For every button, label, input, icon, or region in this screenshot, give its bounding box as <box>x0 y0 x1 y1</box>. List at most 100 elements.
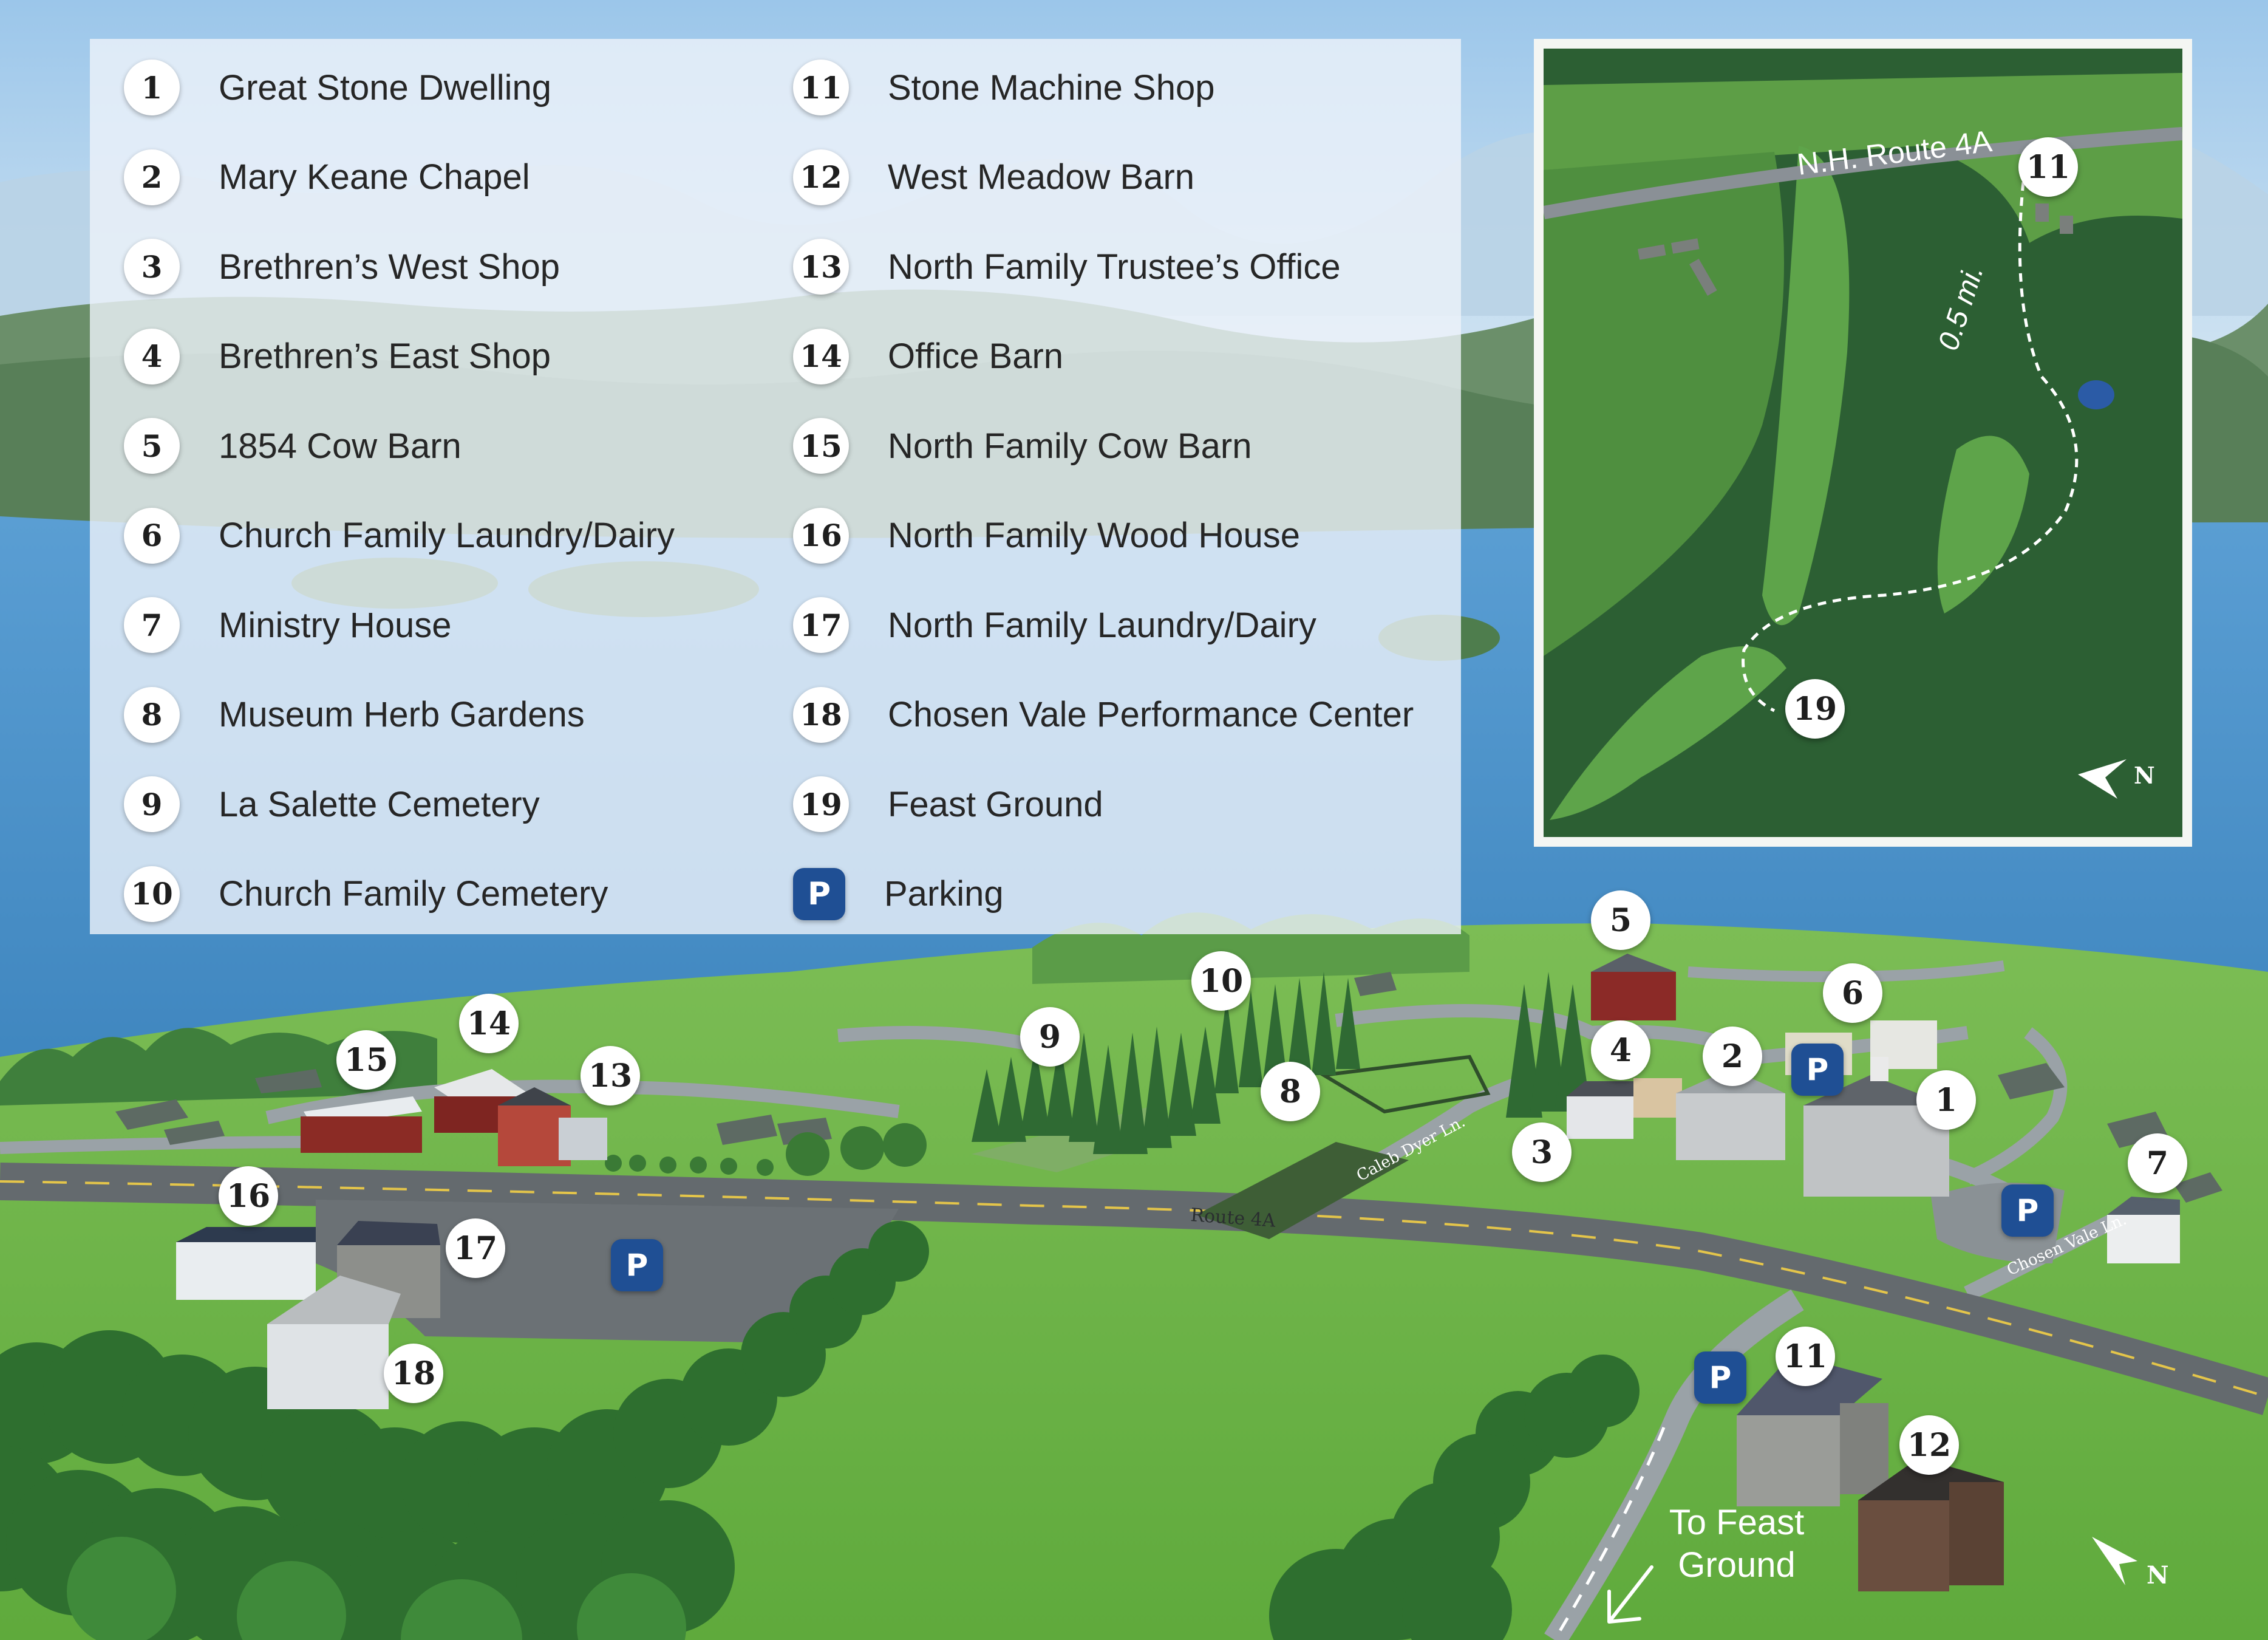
inset-field <box>1544 152 1784 656</box>
building-18 <box>267 1276 401 1409</box>
legend-number-badge: 14 <box>793 328 849 384</box>
legend-label: Parking <box>884 874 1004 914</box>
legend-number-badge: 5 <box>124 418 180 474</box>
building-2 <box>1676 1069 1785 1160</box>
map-marker-7[interactable]: 7 <box>2128 1133 2187 1193</box>
feast-line-1: To Feast <box>1669 1503 1805 1542</box>
building-4 <box>1633 1078 1682 1118</box>
inset-north-label: N <box>2134 762 2155 789</box>
parking-marker[interactable]: P <box>1791 1044 1844 1096</box>
legend-label: Ministry House <box>219 605 452 645</box>
legend-label: West Meadow Barn <box>888 157 1195 197</box>
field-path <box>837 1026 1034 1051</box>
legend-label: Brethren’s East Shop <box>219 337 551 376</box>
map-marker-8[interactable]: 8 <box>1261 1062 1320 1121</box>
map-marker-18[interactable]: 18 <box>384 1344 443 1403</box>
legend-number-badge: 12 <box>793 149 849 205</box>
map-marker-9[interactable]: 9 <box>1020 1007 1080 1067</box>
inset-map: N.H. Route 4A 0.5 mi. N 11 19 <box>1534 39 2192 847</box>
legend-label: Brethren’s West Shop <box>219 247 560 287</box>
map-marker-13[interactable]: 13 <box>581 1046 640 1105</box>
legend-number-badge: 1 <box>124 60 180 115</box>
legend-item: 4 Brethren’s East Shop <box>124 326 551 387</box>
legend-number-badge: 8 <box>124 686 180 743</box>
inset-marker-19[interactable]: 19 <box>1785 679 1845 739</box>
legend-number-badge: 11 <box>793 60 849 115</box>
legend-item: 5 1854 Cow Barn <box>124 415 461 476</box>
map-marker-14[interactable]: 14 <box>459 994 519 1053</box>
legend-label: Chosen Vale Performance Center <box>888 695 1414 734</box>
legend-item: 1 Great Stone Dwelling <box>124 57 551 118</box>
map-marker-16[interactable]: 16 <box>219 1166 278 1226</box>
herb-gardens <box>1196 1054 1491 1239</box>
feast-trees <box>1269 1355 1640 1640</box>
building-5 <box>1591 954 1676 1020</box>
feast-line-2: Ground <box>1678 1545 1796 1585</box>
map-marker-12[interactable]: 12 <box>1899 1415 1959 1475</box>
legend-label: North Family Cow Barn <box>888 426 1252 466</box>
legend-label: Church Family Laundry/Dairy <box>219 516 675 555</box>
feast-arrow-icon <box>1607 1565 1653 1624</box>
legend-number-badge: 16 <box>793 507 849 564</box>
map-marker-10[interactable]: 10 <box>1191 951 1251 1011</box>
legend-number-badge: 9 <box>124 776 180 832</box>
inset-aerial: N.H. Route 4A 0.5 mi. N <box>1544 49 2182 837</box>
tree-row <box>605 1123 927 1176</box>
field-path <box>1964 1027 2068 1185</box>
building-13 <box>498 1087 607 1166</box>
legend-label: Great Stone Dwelling <box>219 67 552 108</box>
building-15 <box>301 1096 422 1153</box>
map-marker-4[interactable]: 4 <box>1591 1020 1650 1080</box>
building-7 <box>2107 1197 2180 1263</box>
inset-field <box>1937 436 2029 613</box>
legend-item: 6 Church Family Laundry/Dairy <box>124 505 675 566</box>
legend-label: Mary Keane Chapel <box>219 157 530 197</box>
shore-trees <box>0 1028 437 1105</box>
legend-number-badge: 2 <box>124 149 180 205</box>
north-arrow-icon <box>2092 1537 2137 1585</box>
map-marker-3[interactable]: 3 <box>1512 1122 1572 1182</box>
legend-number-badge: 15 <box>793 418 849 474</box>
conifer-grove <box>972 972 1591 1154</box>
legend-number-badge: 13 <box>793 239 849 295</box>
legend-label: 1854 Cow Barn <box>219 426 461 466</box>
legend-number-badge: 3 <box>124 239 180 295</box>
legend-label: North Family Wood House <box>888 516 1301 555</box>
map-marker-11[interactable]: 11 <box>1776 1327 1835 1386</box>
legend-number-badge: 6 <box>124 507 180 564</box>
building-12 <box>1858 1458 2004 1591</box>
map-marker-6[interactable]: 6 <box>1823 963 1882 1023</box>
legend-number-badge: 4 <box>124 328 180 384</box>
map-marker-1[interactable]: 1 <box>1916 1070 1976 1130</box>
legend-panel <box>90 39 1461 934</box>
inset-marker-11[interactable]: 11 <box>2018 137 2078 197</box>
feast-ground-direction: To Feast Ground <box>1633 1502 1840 1587</box>
inset-field <box>1550 646 1786 820</box>
legend-label: Church Family Cemetery <box>219 874 608 914</box>
parking-marker[interactable]: P <box>611 1239 663 1291</box>
map-marker-15[interactable]: 15 <box>336 1030 396 1090</box>
legend-number-badge: 7 <box>124 597 180 653</box>
parking-marker[interactable]: P <box>2001 1184 2054 1237</box>
inset-trail <box>1742 182 2079 712</box>
map-marker-2[interactable]: 2 <box>1703 1027 1762 1086</box>
legend-item: 3 Brethren’s West Shop <box>124 236 560 297</box>
north-label: N <box>2147 1561 2169 1590</box>
legend-label: Feast Ground <box>888 784 1103 824</box>
inset-north-arrow-icon <box>2078 759 2127 799</box>
inset-route-4a <box>1544 127 2182 219</box>
building-3 <box>1567 1081 1633 1139</box>
parking-marker[interactable]: P <box>1694 1351 1746 1404</box>
map-marker-5[interactable]: 5 <box>1591 890 1650 950</box>
map-marker-17[interactable]: 17 <box>446 1218 505 1278</box>
legend-item: 16 North Family Wood House <box>793 505 1300 566</box>
